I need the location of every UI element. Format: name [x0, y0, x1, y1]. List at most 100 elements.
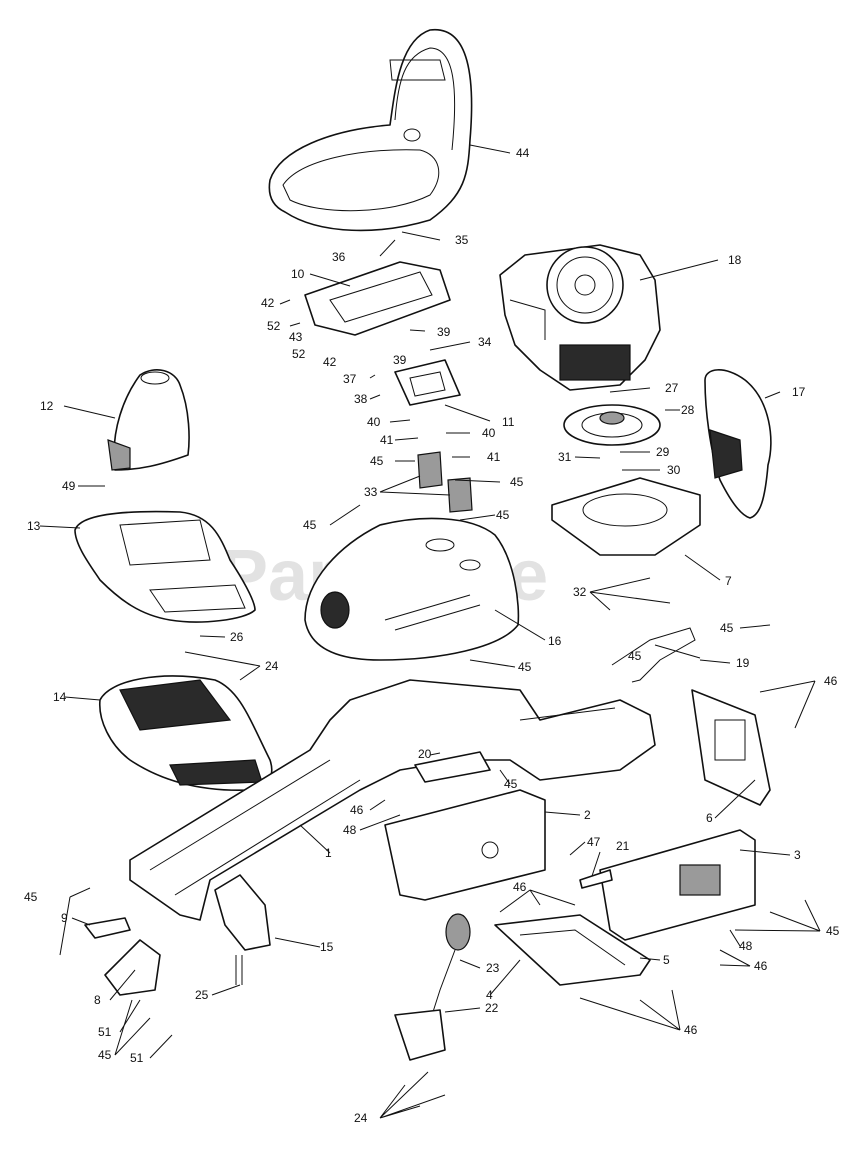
callout-24: 24	[265, 659, 279, 673]
callout-39: 39	[393, 353, 407, 367]
callout-51: 51	[130, 1051, 144, 1065]
callout-45: 45	[518, 660, 532, 674]
callout-15: 15	[320, 940, 334, 954]
callout-45: 45	[826, 924, 840, 938]
callout-10: 10	[291, 267, 305, 281]
part-cover-8[interactable]	[104, 939, 161, 996]
part-steering-cover[interactable]	[107, 369, 190, 471]
callout-12: 12	[40, 399, 54, 413]
callout-48: 48	[343, 823, 357, 837]
callout-labels: 44 36 35 10 18 42 52 43 39 52 42 34 39 3…	[24, 146, 840, 1125]
callout-42: 42	[323, 355, 337, 369]
part-side-plate-right[interactable]	[599, 829, 756, 941]
callout-45: 45	[720, 621, 734, 635]
callout-36: 36	[332, 250, 346, 264]
callout-6: 6	[706, 811, 713, 825]
callout-37: 37	[343, 372, 357, 386]
callout-45: 45	[504, 777, 518, 791]
part-rod-19[interactable]	[611, 627, 696, 683]
callout-5: 5	[663, 953, 670, 967]
callout-41: 41	[380, 433, 394, 447]
callout-51: 51	[98, 1025, 112, 1039]
callout-45: 45	[370, 454, 384, 468]
part-side-plate-left[interactable]	[384, 789, 546, 901]
part-pulley[interactable]	[563, 404, 661, 446]
callout-41: 41	[487, 450, 501, 464]
callout-46: 46	[684, 1023, 698, 1037]
part-seat-bracket[interactable]	[304, 261, 451, 336]
callout-4: 4	[486, 988, 493, 1002]
part-bracket-9[interactable]	[84, 917, 131, 939]
callout-45: 45	[24, 890, 38, 904]
callout-21: 21	[616, 839, 630, 853]
callout-8: 8	[94, 993, 101, 1007]
callout-11: 11	[502, 415, 515, 429]
part-engine-plate[interactable]	[551, 477, 701, 556]
callout-23: 23	[486, 961, 500, 975]
callout-25: 25	[195, 988, 209, 1002]
part-bracket-20[interactable]	[414, 751, 491, 783]
part-bracket-15[interactable]	[214, 874, 271, 951]
part-seat[interactable]	[268, 29, 473, 232]
callout-49: 49	[62, 479, 76, 493]
part-dash[interactable]	[74, 510, 256, 623]
callout-16: 16	[548, 634, 562, 648]
callout-45: 45	[510, 475, 524, 489]
part-floor-pan[interactable]	[99, 675, 273, 792]
callout-30: 30	[667, 463, 681, 477]
callout-39: 39	[437, 325, 451, 339]
leader-lines	[39, 144, 821, 1119]
callout-45: 45	[496, 508, 510, 522]
callout-45: 45	[628, 649, 642, 663]
callout-46: 46	[513, 880, 527, 894]
callout-31: 31	[558, 450, 572, 464]
callout-52: 52	[292, 347, 306, 361]
callout-33: 33	[364, 485, 378, 499]
callout-2: 2	[584, 808, 591, 822]
callout-14: 14	[53, 690, 67, 704]
callout-3: 3	[794, 848, 801, 862]
callout-19: 19	[736, 656, 750, 670]
callout-40: 40	[482, 426, 496, 440]
part-springs[interactable]	[417, 451, 473, 513]
callout-7: 7	[725, 574, 732, 588]
callout-35: 35	[455, 233, 469, 247]
callout-13: 13	[27, 519, 41, 533]
part-engine[interactable]	[499, 244, 661, 391]
part-25[interactable]	[235, 955, 243, 985]
callout-44: 44	[516, 146, 530, 160]
callout-22: 22	[485, 1001, 499, 1015]
part-pivot-plate[interactable]	[394, 359, 461, 406]
part-rear-cover[interactable]	[704, 369, 772, 519]
callout-40: 40	[367, 415, 381, 429]
callout-42: 42	[261, 296, 275, 310]
part-bracket-6[interactable]	[691, 689, 771, 806]
callout-45: 45	[98, 1048, 112, 1062]
callout-48: 48	[739, 939, 753, 953]
callout-17: 17	[792, 385, 806, 399]
part-lever-assembly[interactable]	[394, 913, 471, 1061]
callout-52: 52	[267, 319, 281, 333]
callout-24: 24	[354, 1111, 368, 1125]
callout-32: 32	[573, 585, 587, 599]
callout-1: 1	[325, 846, 332, 860]
callout-20: 20	[418, 747, 432, 761]
callout-47: 47	[587, 835, 601, 849]
callout-18: 18	[728, 253, 742, 267]
part-bracket-21[interactable]	[579, 869, 613, 889]
callout-29: 29	[656, 445, 670, 459]
part-frame[interactable]	[129, 679, 656, 921]
callout-45: 45	[303, 518, 317, 532]
callout-46: 46	[754, 959, 768, 973]
callout-38: 38	[354, 392, 368, 406]
callout-27: 27	[665, 381, 679, 395]
part-bracket-5[interactable]	[494, 914, 651, 986]
callout-9: 9	[61, 911, 68, 925]
callout-28: 28	[681, 403, 695, 417]
callout-34: 34	[478, 335, 492, 349]
part-hood[interactable]	[304, 517, 520, 661]
callout-46: 46	[350, 803, 364, 817]
callout-46: 46	[824, 674, 838, 688]
callout-26: 26	[230, 630, 244, 644]
